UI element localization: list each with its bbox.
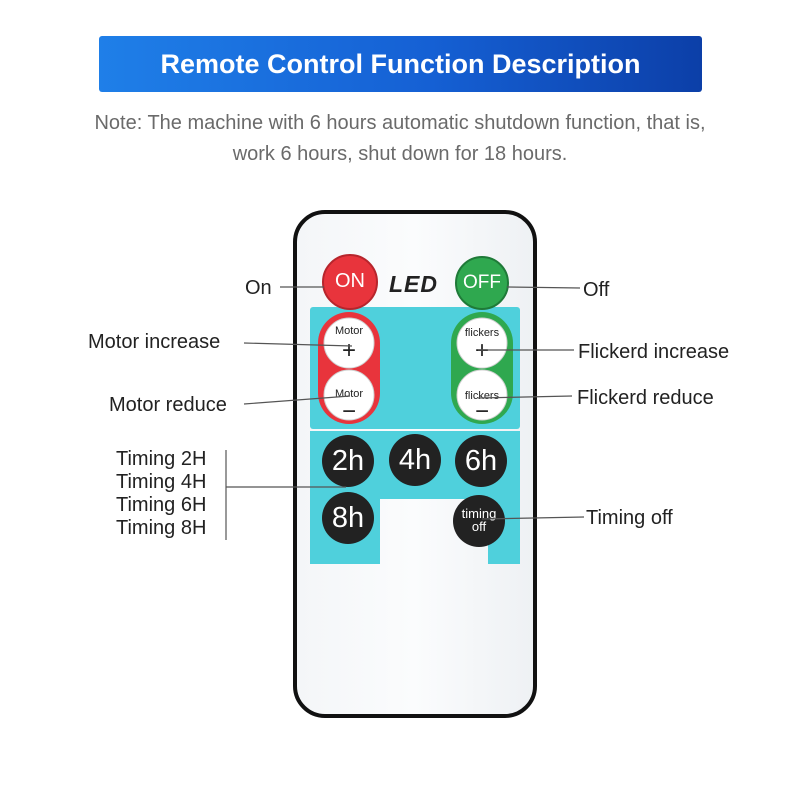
timing-off-text-1: timing	[461, 506, 497, 521]
label-timing-8h: Timing 8H	[116, 517, 207, 539]
on-button[interactable]: ON	[335, 270, 365, 292]
label-on: On	[245, 277, 272, 299]
label-off: Off	[583, 279, 610, 301]
timing-off-button[interactable]: timing off	[453, 495, 505, 547]
flickers-increase-text: flickers	[464, 327, 500, 339]
motor-plus-sign: +	[341, 337, 356, 364]
label-motor-increase: Motor increase	[88, 331, 221, 353]
timer-4h-button[interactable]: 4h	[398, 444, 432, 476]
label-timing-6h: Timing 6H	[116, 494, 207, 516]
label-timing-off: Timing off	[586, 507, 673, 529]
timer-2h-button[interactable]: 2h	[331, 445, 365, 477]
flickers-reduce-text: flickers	[464, 390, 500, 402]
timer-6h-button[interactable]: 6h	[464, 445, 498, 477]
label-flickerd-increase: Flickerd increase	[578, 341, 730, 363]
note-line-2: work 6 hours, shut down for 18 hours.	[232, 143, 568, 165]
label-flickerd-reduce: Flickerd reduce	[577, 387, 714, 409]
label-timing-4h: Timing 4H	[116, 471, 207, 493]
title-banner: Remote Control Function Description	[99, 36, 702, 92]
led-brand: LED	[389, 271, 438, 297]
label-timing-2h: Timing 2H	[116, 448, 207, 470]
label-motor-reduce: Motor reduce	[109, 394, 227, 416]
timer-8h-button[interactable]: 8h	[331, 502, 365, 534]
motor-increase-text: Motor	[334, 325, 364, 337]
motor-minus-sign: −	[341, 398, 356, 425]
page-title: Remote Control Function Description	[160, 48, 641, 79]
off-button[interactable]: OFF	[463, 272, 501, 293]
flickers-minus-sign: −	[474, 398, 489, 425]
timing-off-text-2: off	[471, 519, 487, 534]
remote-control	[293, 210, 537, 718]
note-line-1: Note: The machine with 6 hours automatic…	[94, 112, 706, 134]
